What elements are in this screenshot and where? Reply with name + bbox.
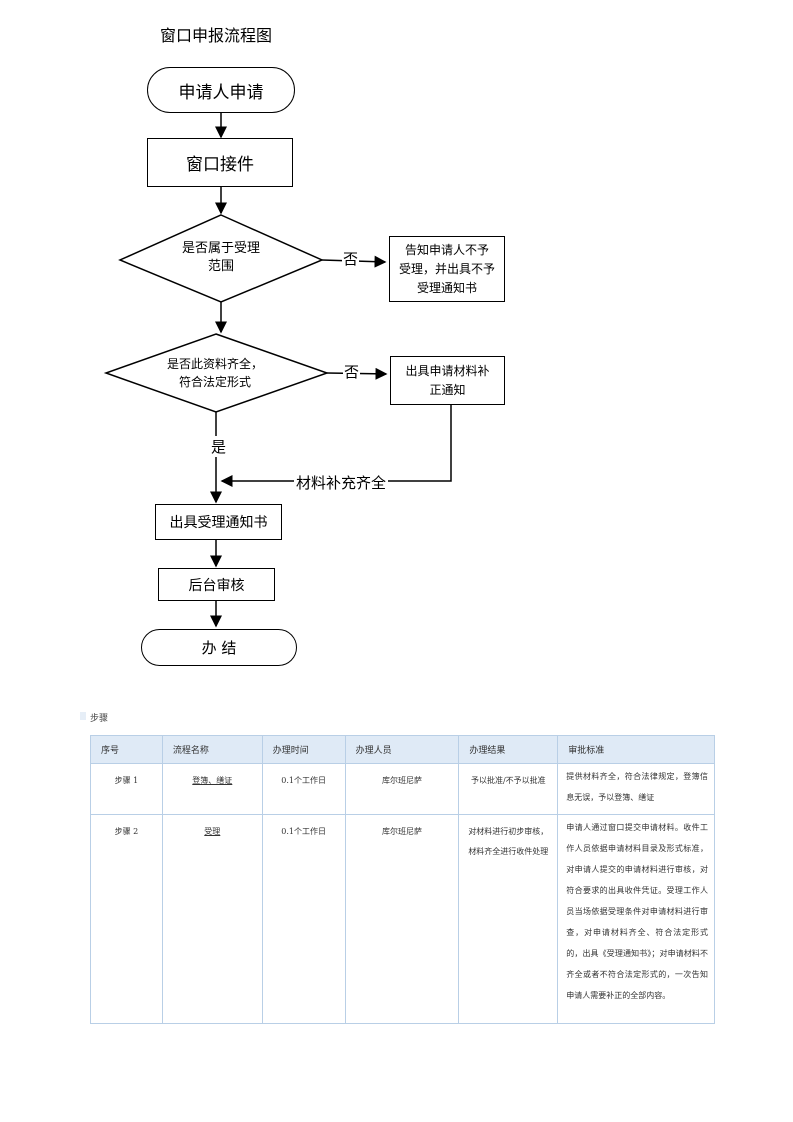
flowchart-connectors (103, 112, 452, 628)
issue-notice-node: 出具受理通知书 (155, 504, 282, 540)
decision2-label: 是否此资料齐全， 符合法定形式 (140, 353, 290, 393)
end-node: 办 结 (141, 629, 297, 666)
decision1-line2: 范围 (207, 259, 234, 274)
steps-table: 序号 流程名称 办理时间 办理人员 办理结果 审批标准 步骤 1 登簿、缮证 0… (90, 735, 715, 1024)
cell-result: 对材料进行初步审核，材料齐全进行收件处理 (458, 814, 559, 1024)
cell-result: 予以批准/不予以批准 (458, 763, 559, 815)
header-person: 办理人员 (344, 735, 460, 764)
cell-name-link[interactable]: 受理 (161, 814, 263, 1024)
cell-seq: 步骤 1 (90, 763, 163, 815)
section-marker (80, 712, 86, 720)
header-seq: 序号 (90, 735, 163, 764)
header-name: 流程名称 (161, 735, 263, 764)
decision2-line2: 符合法定形式 (178, 375, 251, 389)
start-node: 申请人申请 (147, 67, 295, 113)
no-label-2: 否 (343, 361, 361, 382)
cell-name-link[interactable]: 登簿、缮证 (161, 763, 263, 815)
supplement-line1: 出具申请材料补 (405, 363, 490, 378)
supplement-box: 出具申请材料补 正通知 (390, 356, 505, 405)
reject-line2: 受理，并出具不予 (398, 261, 495, 276)
reject-box: 告知申请人不予 受理，并出具不予 受理通知书 (389, 236, 505, 302)
cell-standard: 提供材料齐全，符合法律规定，登簿信息无误，予以登簿、缮证 (557, 763, 715, 815)
supplement-line2: 正通知 (429, 382, 466, 397)
section-title: 步骤 (90, 714, 109, 724)
supplement-return-label: 材料补充齐全 (294, 472, 389, 493)
decision2-line1: 是否此资料齐全， (166, 357, 263, 371)
table-row: 步骤 2 受理 0.1个工作日 库尔班尼萨 对材料进行初步审核，材料齐全进行收件… (90, 814, 715, 1024)
cell-person: 库尔班尼萨 (344, 814, 460, 1024)
reject-line1: 告知申请人不予 (404, 242, 489, 257)
page-title: 窗口申报流程图 (160, 26, 273, 45)
cell-seq: 步骤 2 (90, 814, 163, 1024)
yes-label: 是 (210, 436, 228, 457)
table-row: 步骤 1 登簿、缮证 0.1个工作日 库尔班尼萨 予以批准/不予以批准 提供材料… (90, 763, 715, 815)
reject-line3: 受理通知书 (416, 280, 477, 295)
cell-person: 库尔班尼萨 (344, 763, 460, 815)
decision1-line1: 是否属于受理 (181, 241, 260, 256)
backend-review-node: 后台审核 (158, 568, 275, 601)
header-result: 办理结果 (458, 735, 559, 764)
receive-node: 窗口接件 (147, 138, 293, 187)
header-time: 办理时间 (261, 735, 346, 764)
cell-standard: 申请人通过窗口提交申请材料。收件工作人员依据申请材料目录及形式标准，对申请人提交… (557, 814, 715, 1024)
no-label-1: 否 (342, 248, 360, 269)
decision1-label: 是否属于受理 范围 (150, 238, 292, 278)
table-header-row: 序号 流程名称 办理时间 办理人员 办理结果 审批标准 (90, 735, 715, 764)
arrow-supplement-return (220, 405, 452, 487)
cell-time: 0.1个工作日 (261, 763, 346, 815)
header-standard: 审批标准 (557, 735, 715, 764)
cell-time: 0.1个工作日 (261, 814, 346, 1024)
